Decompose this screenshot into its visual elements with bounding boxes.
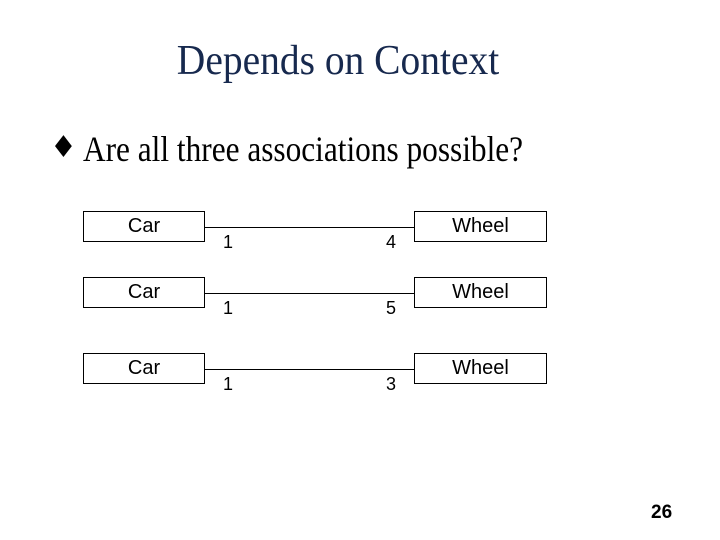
multiplicity-label-left: 1 [222, 232, 233, 252]
association-row-3: Car 1 3 Wheel [0, 353, 720, 399]
diamond-bullet-icon: ♦ [50, 130, 77, 165]
class-box-car: Car [83, 277, 205, 308]
association-row-1: Car 1 4 Wheel [0, 211, 720, 257]
association-line [205, 226, 414, 228]
multiplicity-label-left: 1 [222, 298, 233, 318]
class-box-wheel: Wheel [414, 277, 547, 308]
association-row-2: Car 1 5 Wheel [0, 277, 720, 323]
class-box-wheel: Wheel [414, 211, 547, 242]
association-line [205, 292, 414, 294]
association-line [205, 368, 414, 370]
class-box-wheel: Wheel [414, 353, 547, 384]
multiplicity-label-right: 3 [385, 374, 396, 394]
multiplicity-label-left: 1 [222, 374, 233, 394]
slide-title: Depends on Context [176, 38, 500, 84]
multiplicity-label-right: 5 [385, 298, 396, 318]
bullet-text: Are all three associations possible? [82, 129, 524, 169]
class-box-car: Car [83, 353, 205, 384]
class-box-car: Car [83, 211, 205, 242]
bullet-item: ♦Are all three associations possible? [50, 130, 589, 175]
page-number: 26 [651, 502, 673, 523]
multiplicity-label-right: 4 [385, 232, 396, 252]
